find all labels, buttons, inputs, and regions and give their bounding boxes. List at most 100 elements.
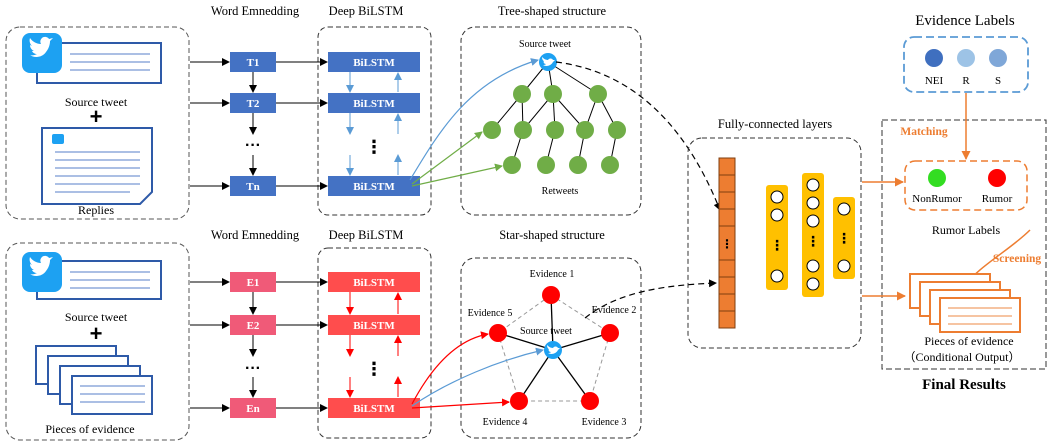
top-token-ellipsis: ··· [245, 137, 261, 154]
nonrumor-node: NonRumor [912, 169, 962, 205]
bottom-bilstm-cell-2-label: BiLSTM [353, 320, 395, 332]
twitter-bird-icon [22, 33, 62, 73]
matching-label: Matching [900, 126, 948, 138]
tree-source-label: Source tweet [519, 39, 571, 50]
bottom-token-e1: E1 [230, 272, 276, 292]
bottom-evidence-label: Pieces of evidence [45, 422, 134, 436]
bottom-bilstm-cell-1: BiLSTM [328, 272, 420, 292]
evidence-label-nei-text: NEI [925, 75, 944, 87]
evidence-label-r-text: R [962, 75, 970, 87]
arrow-tree-to-fc [555, 61, 722, 211]
pieces-of-evidence-label: Pieces of evidence [924, 334, 1013, 348]
replies-label: Replies [78, 203, 114, 217]
fc-layer-2: ⋮ [802, 173, 824, 297]
token-e2-label: E2 [247, 320, 260, 332]
star-spokes [497, 294, 611, 402]
bottom-bilstm-cell-2: BiLSTM [328, 315, 420, 335]
token-en-label: En [246, 403, 259, 415]
evidence-stack-icon [35, 345, 153, 415]
evidence-5-label: Evidence 5 [468, 308, 513, 319]
tree-box [460, 26, 642, 216]
retweets-label: Retweets [542, 186, 579, 197]
arrow-star-to-fc [584, 279, 717, 319]
star-center-bird-icon [544, 341, 562, 359]
tree-edges [491, 61, 618, 166]
bottom-token-en: En [230, 398, 276, 418]
rumor-node: Rumor [982, 169, 1013, 205]
bottom-bilstm-ellipsis: ⋮ [365, 359, 383, 379]
token-t1-label: T1 [247, 57, 260, 69]
top-bilstm-cell-n: BiLSTM [328, 176, 420, 196]
rumor-label: Rumor [982, 193, 1013, 205]
evidence-2-label: Evidence 2 [592, 305, 637, 316]
fc-layer-1: ⋮ [766, 185, 788, 290]
star-structure-title: Star-shaped structure [499, 228, 605, 242]
conditional-output-label: （Conditional Output） [903, 350, 1020, 364]
evidence-4-label: Evidence 4 [483, 417, 528, 428]
bottom-source-tweet-label: Source tweet [65, 310, 128, 324]
top-word-embedding-title: Word Emnedding [211, 4, 300, 18]
fc-title: Fully-connected layers [718, 117, 832, 131]
replies-doc-icon [41, 127, 153, 205]
tree-source-bird-icon [539, 53, 557, 71]
evidence-label-nei: NEI [925, 49, 944, 87]
bottom-twitter-bird-icon [22, 252, 62, 292]
conditional-evidence-stack [909, 273, 1021, 333]
top-bilstm-cell-n-label: BiLSTM [353, 181, 395, 193]
top-bilstm-box [317, 26, 432, 216]
evidence-label-r: R [957, 49, 975, 87]
final-results-box [881, 119, 1047, 370]
rumor-labels-title: Rumor Labels [932, 223, 1001, 237]
bottom-token-e2: E2 [230, 315, 276, 335]
fc-layer-3-ellipsis: ⋮ [837, 230, 851, 246]
nonrumor-label: NonRumor [912, 193, 962, 205]
bottom-bilstm-title: Deep BiLSTM [329, 228, 404, 242]
bottom-token-ellipsis: ··· [245, 360, 261, 377]
arrow-bilstm-to-e4 [411, 398, 510, 409]
bottom-word-embedding-title: Word Emnedding [211, 228, 300, 242]
top-token-t1: T1 [230, 52, 276, 72]
top-source-tweet-label: Source tweet [65, 95, 128, 109]
top-bilstm-cell-2: BiLSTM [328, 93, 420, 113]
star-center-label: Source tweet [520, 326, 572, 337]
arrow-bilstm-to-e5 [411, 331, 489, 405]
star-pentagon [497, 294, 611, 402]
bottom-bilstm-box [317, 247, 432, 439]
bottom-bilstm-cell-1-label: BiLSTM [353, 277, 395, 289]
evidence-nodes [489, 286, 619, 410]
evidence-label-s-text: S [995, 75, 1001, 87]
token-t2-label: T2 [247, 98, 260, 110]
star-box [460, 257, 642, 439]
top-bilstm-cell-1: BiLSTM [328, 52, 420, 72]
top-token-tn: Tn [230, 176, 276, 196]
bottom-plus-sign: + [90, 321, 103, 346]
token-tn-label: Tn [246, 181, 259, 193]
fc-box [687, 137, 862, 349]
top-bilstm-ellipsis: ⋮ [365, 137, 383, 157]
top-input-box [5, 26, 190, 220]
arrow-bilstm-to-center [411, 347, 544, 407]
arrow-bilstm-to-source [409, 58, 539, 181]
top-bilstm-title: Deep BiLSTM [329, 4, 404, 18]
tree-nodes [483, 85, 626, 174]
top-plus-sign: + [90, 104, 103, 129]
top-bilstm-cell-2-label: BiLSTM [353, 98, 395, 110]
evidence-labels-title: Evidence Labels [915, 13, 1015, 29]
final-results-title: Final Results [922, 377, 1006, 393]
top-bilstm-cell-1-label: BiLSTM [353, 57, 395, 69]
tree-structure-title: Tree-shaped structure [498, 4, 607, 18]
bottom-bilstm-cell-n-label: BiLSTM [353, 403, 395, 415]
screening-label: Screening [993, 253, 1042, 265]
fc-layer-2-ellipsis: ⋮ [806, 233, 820, 249]
fc-layer-1-ellipsis: ⋮ [770, 237, 784, 253]
fc-layer-3: ⋮ [833, 197, 855, 279]
fc-input-layer: ⋮ [718, 157, 736, 329]
arrow-bilstm-to-tree-mid [411, 131, 483, 185]
evidence-3-label: Evidence 3 [582, 417, 627, 428]
evidence-label-s: S [989, 49, 1007, 87]
fc-input-ellipsis: ⋮ [721, 237, 733, 251]
token-e1-label: E1 [247, 277, 260, 289]
evidence-1-label: Evidence 1 [530, 269, 575, 280]
